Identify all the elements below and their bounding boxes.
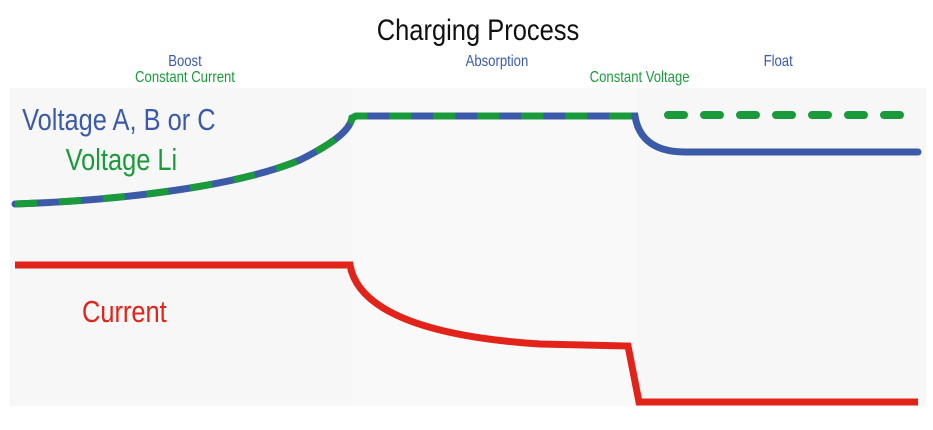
phase-boost-label: Boost <box>168 53 202 70</box>
phase-absorption-label: Absorption <box>466 53 529 70</box>
voltage-abc-label: Voltage A, B or C <box>22 103 215 138</box>
phase-float-label: Float <box>764 53 793 70</box>
phase-constant-current-label: Constant Current <box>135 69 235 86</box>
voltage-li-label: Voltage Li <box>66 143 178 178</box>
diagram-title: Charging Process <box>377 13 580 46</box>
phase-constant-voltage-label: Constant Voltage <box>590 69 690 86</box>
boost-panel <box>10 88 352 406</box>
float-panel <box>638 88 926 406</box>
absorption-panel <box>352 88 638 406</box>
current-label: Current <box>82 295 167 330</box>
current-line <box>15 261 918 406</box>
